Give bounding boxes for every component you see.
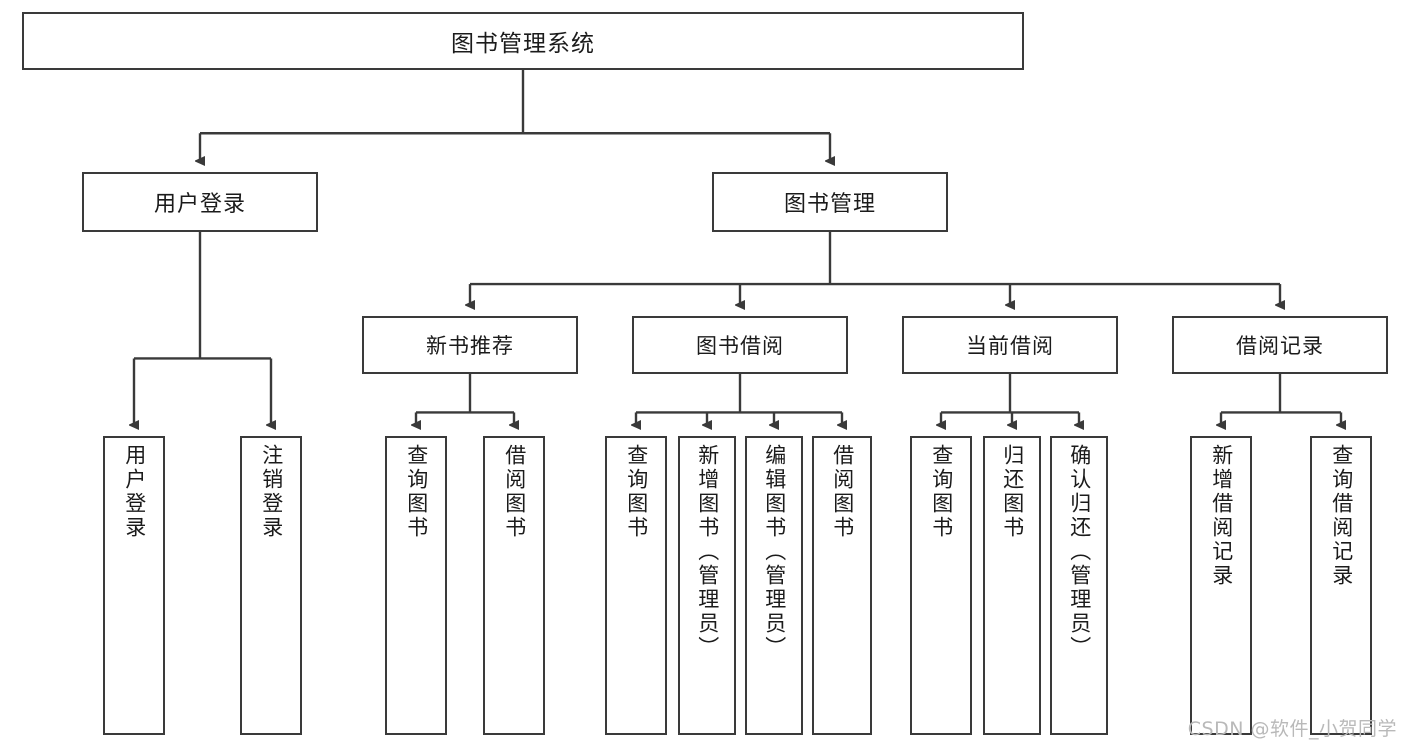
watermark: CSDN @软件_小贺同学 [1187, 718, 1397, 740]
node-book-manage-label: 图书管理 [783, 192, 876, 217]
node-leaf-user-login-label: 用户登录 [122, 444, 147, 540]
node-leaf-user-login[interactable]: 用户登录 [103, 436, 165, 735]
node-leaf-query-book-2-label: 查询图书 [624, 444, 649, 540]
node-leaf-borrow-book-2-label: 借阅图书 [830, 444, 855, 540]
node-leaf-return-book[interactable]: 归还图书 [983, 436, 1041, 735]
node-leaf-edit-book[interactable]: 编辑图书（管理员） [745, 436, 803, 735]
node-leaf-query-book-2[interactable]: 查询图书 [605, 436, 667, 735]
node-leaf-add-record-label: 新增借阅记录 [1209, 444, 1234, 588]
node-borrow-record-label: 借阅记录 [1236, 334, 1324, 358]
node-leaf-user-logout-label: 注销登录 [259, 444, 284, 540]
node-leaf-query-record-label: 查询借阅记录 [1329, 444, 1354, 588]
node-user-login[interactable]: 用户登录 [82, 172, 318, 232]
node-user-login-label: 用户登录 [153, 192, 246, 217]
node-leaf-confirm-return-label: 确认归还（管理员） [1067, 444, 1092, 660]
node-leaf-query-book-3-label: 查询图书 [929, 444, 954, 540]
node-leaf-query-book-1-label: 查询图书 [404, 444, 429, 540]
node-leaf-query-record[interactable]: 查询借阅记录 [1310, 436, 1372, 735]
node-leaf-query-book-1[interactable]: 查询图书 [385, 436, 447, 735]
node-leaf-borrow-book-1[interactable]: 借阅图书 [483, 436, 545, 735]
node-book-borrow-label: 图书借阅 [696, 334, 784, 358]
node-new-book-rec[interactable]: 新书推荐 [362, 316, 578, 374]
node-leaf-add-book-label: 新增图书（管理员） [695, 444, 720, 660]
node-root[interactable]: 图书管理系统 [22, 12, 1024, 70]
node-book-borrow[interactable]: 图书借阅 [632, 316, 848, 374]
node-current-borrow[interactable]: 当前借阅 [902, 316, 1118, 374]
node-leaf-add-record[interactable]: 新增借阅记录 [1190, 436, 1252, 735]
node-borrow-record[interactable]: 借阅记录 [1172, 316, 1388, 374]
node-current-borrow-label: 当前借阅 [966, 334, 1054, 358]
node-leaf-edit-book-label: 编辑图书（管理员） [762, 444, 787, 660]
node-root-label: 图书管理系统 [451, 31, 595, 57]
node-leaf-confirm-return[interactable]: 确认归还（管理员） [1050, 436, 1108, 735]
node-leaf-return-book-label: 归还图书 [1000, 444, 1025, 540]
node-leaf-user-logout[interactable]: 注销登录 [240, 436, 302, 735]
node-leaf-borrow-book-2[interactable]: 借阅图书 [812, 436, 872, 735]
node-leaf-query-book-3[interactable]: 查询图书 [910, 436, 972, 735]
node-leaf-borrow-book-1-label: 借阅图书 [502, 444, 527, 540]
node-leaf-add-book[interactable]: 新增图书（管理员） [678, 436, 736, 735]
node-new-book-rec-label: 新书推荐 [426, 334, 514, 358]
node-book-manage[interactable]: 图书管理 [712, 172, 948, 232]
